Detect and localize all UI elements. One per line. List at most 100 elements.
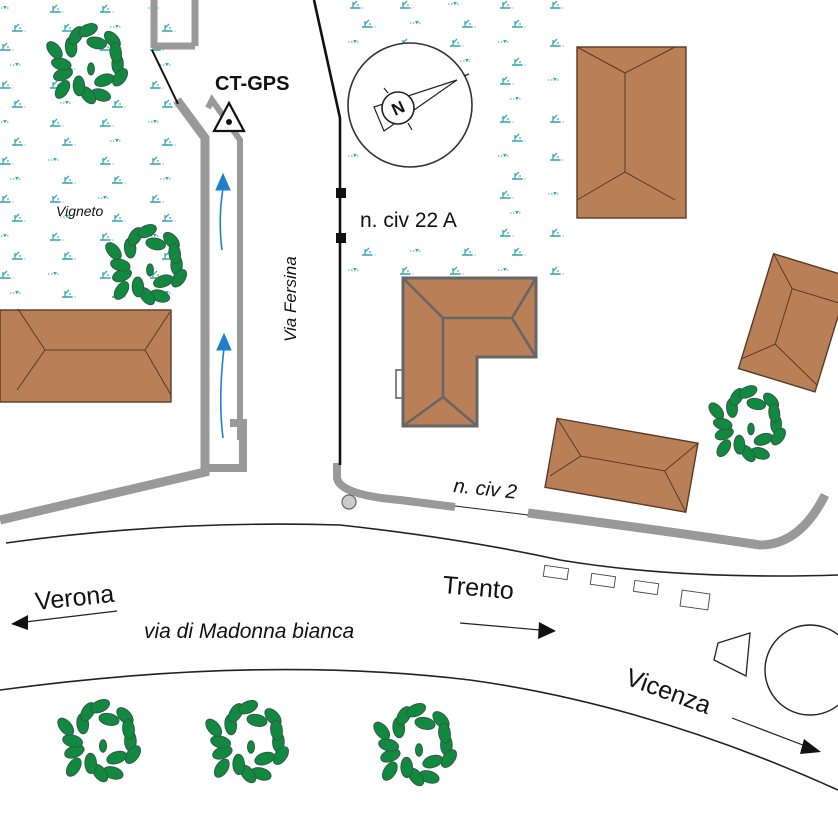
path-line-left [151,49,179,105]
road-edges [0,523,838,791]
vine-symbol [61,289,77,298]
vine-symbol [9,290,23,295]
vine-symbol [511,57,527,66]
arrow-down-right-icon [731,717,821,754]
tree-crown-icon [205,699,289,784]
vine-symbol [499,190,515,199]
vine-symbol [409,20,423,25]
vine-symbol [511,171,527,180]
vine-symbol [547,191,561,196]
station-label: CT-GPS [215,73,289,95]
fence-link [454,505,529,516]
vine-symbol [509,96,523,101]
wall-road-north [333,463,456,511]
vine-symbol [161,23,177,32]
main-road-label: via di Madonna bianca [144,620,354,643]
vine-symbol [111,99,127,108]
vine-symbol [347,39,361,44]
vine-symbol [459,58,473,63]
vine-symbol [497,153,511,158]
vine-symbol [0,42,15,51]
vine-symbol [61,137,77,146]
vine-symbol [347,153,361,158]
wall-channel-bottom [205,419,247,472]
house-number-marker-b [336,233,346,243]
house-number-2: n. civ 2 [452,475,517,504]
vine-symbol [49,118,65,127]
vine-symbol [547,77,561,82]
vine-symbol [61,175,77,184]
road-edge-north [5,523,838,577]
building-south-east [544,417,699,513]
vine-symbol [549,0,565,9]
tree-crown-icon [57,698,141,783]
vine-symbol [549,114,565,123]
manhole [341,494,357,510]
street-label-fersina: Via Fersina [281,256,300,342]
vine-symbol [0,194,15,203]
vine-symbol [149,194,165,203]
triangle-dot-icon [212,100,246,133]
vine-symbol [399,0,415,9]
wall-top-left [150,0,199,50]
tree-crown-icon [105,224,188,306]
wall-channel-right [205,94,243,440]
vine-symbol [499,0,515,9]
vine-symbol [47,157,61,162]
water-flow-arrow-icon [215,172,231,251]
vine-symbol [161,99,177,108]
vine-symbol [11,23,27,32]
direction-verona: Verona [34,580,116,616]
house-number-22a: n. civ 22 A [360,209,457,232]
vine-symbol [0,80,15,89]
vine-symbol [449,38,465,47]
water-flow-arrow-icon [216,332,232,439]
vine-symbol [11,99,27,108]
vine-symbol [549,266,565,275]
vine-symbol [109,138,123,143]
vine-symbol [161,137,177,146]
vineyard-area-left [0,4,177,298]
vine-symbol [147,119,161,124]
vine-symbol [99,156,115,165]
house-number-marker-a [336,188,346,198]
vine-symbol [499,114,515,123]
vine-symbol [497,39,511,44]
vine-symbol [111,175,127,184]
vine-symbol [449,266,465,275]
vine-symbol [149,80,165,89]
vine-symbol [549,228,565,237]
tree-crown-icon [373,702,457,787]
vine-symbol [9,62,23,67]
vine-symbol [499,76,515,85]
direction-vicenza: Vicenza [622,663,715,720]
vine-symbol [159,176,173,181]
vine-symbol [511,247,527,256]
vine-symbol [447,1,461,6]
vine-symbol [461,19,477,28]
vine-symbol [0,270,15,279]
vine-symbol [349,0,365,9]
arrow-right-icon [459,622,556,639]
vine-symbol [49,194,65,203]
vine-symbol [9,176,23,181]
vine-symbol [159,62,173,67]
vine-symbol [549,38,565,47]
vine-symbol [409,248,423,253]
vine-symbol [361,19,377,28]
vine-symbol [161,213,177,222]
via-fersina-line [312,0,342,465]
building-east [737,252,838,393]
wall-channel-left [0,97,210,525]
building-l-shaped [395,276,538,428]
vine-symbol [149,156,165,165]
vine-symbol [11,213,27,222]
parking-marks [542,564,711,611]
vine-symbol [347,267,361,272]
road-edge-south [0,668,838,791]
vine-symbol [399,266,415,275]
vine-symbol [0,156,15,165]
vine-symbol [59,100,73,105]
